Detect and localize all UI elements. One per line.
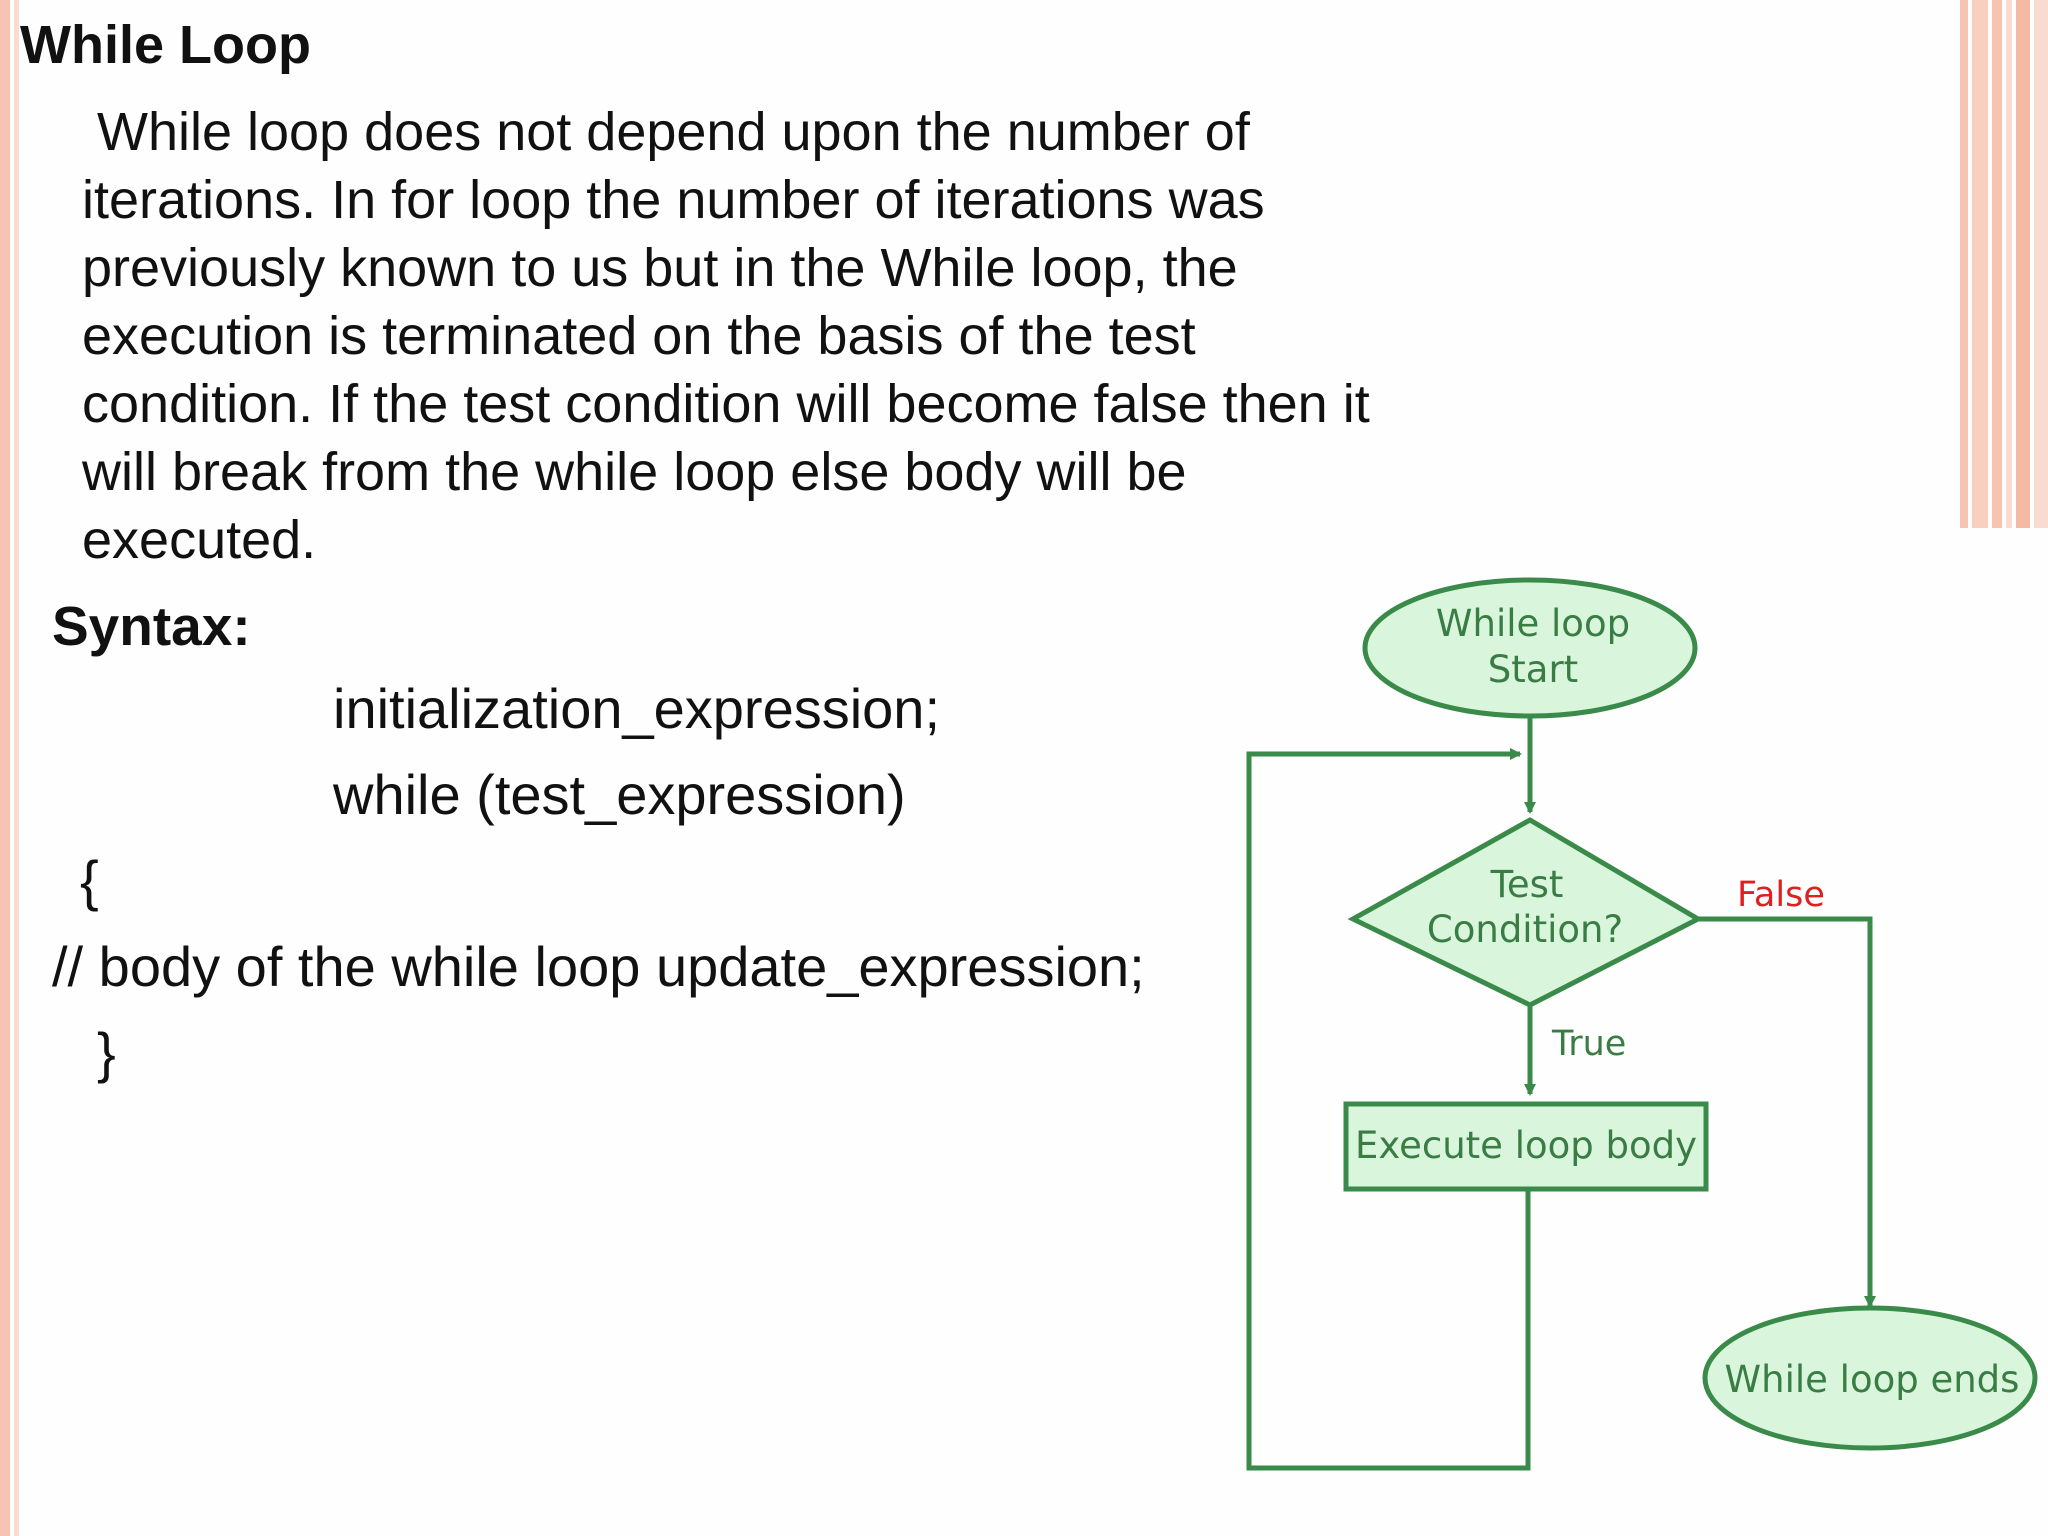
paragraph-line: executed. — [82, 510, 317, 570]
right-decorative-bars — [1960, 0, 2048, 528]
test-condition-decision — [1347, 817, 1704, 1008]
decision-label-line2: Condition? — [1427, 908, 1623, 951]
paragraph-line: will break from the while loop else body… — [82, 442, 1187, 502]
start-label-line2: Start — [1488, 648, 1578, 691]
false-label: False — [1737, 875, 1825, 915]
left-decorative-stripe — [0, 0, 10, 1536]
process-label: Execute loop body — [1355, 1124, 1697, 1167]
description-paragraph: While loop does not depend upon the numb… — [82, 98, 1482, 574]
start-label-line1: While loop — [1436, 602, 1630, 645]
end-label: While loop ends — [1725, 1358, 2020, 1401]
code-line-while: while (test_expression) — [333, 763, 906, 826]
loop-back-arrow — [1246, 748, 1531, 1471]
end-terminal — [1702, 1305, 2038, 1451]
paragraph-line: While loop does not depend upon the numb… — [82, 102, 1250, 162]
execute-loop-body-process — [1343, 1101, 1709, 1192]
start-terminal — [1362, 577, 1698, 719]
paragraph-line: condition. If the test condition will be… — [82, 374, 1370, 434]
code-line-initialization: initialization_expression; — [333, 677, 941, 740]
paragraph-line: iterations. In for loop the number of it… — [82, 170, 1265, 230]
paragraph-line: previously known to us but in the While … — [82, 238, 1238, 298]
left-decorative-stripe-thin — [14, 0, 19, 1536]
code-line-open-brace: { — [80, 849, 99, 912]
syntax-heading: Syntax: — [52, 595, 251, 657]
false-arrow — [1698, 916, 1876, 1308]
slide-title: While Loop — [20, 15, 311, 75]
code-line-body-comment: // body of the while loop update_express… — [52, 935, 1145, 998]
code-line-close-brace: } — [97, 1021, 116, 1084]
true-label: True — [1551, 1024, 1626, 1064]
decision-label-line1: Test — [1490, 863, 1564, 906]
paragraph-line: execution is terminated on the basis of … — [82, 306, 1196, 366]
